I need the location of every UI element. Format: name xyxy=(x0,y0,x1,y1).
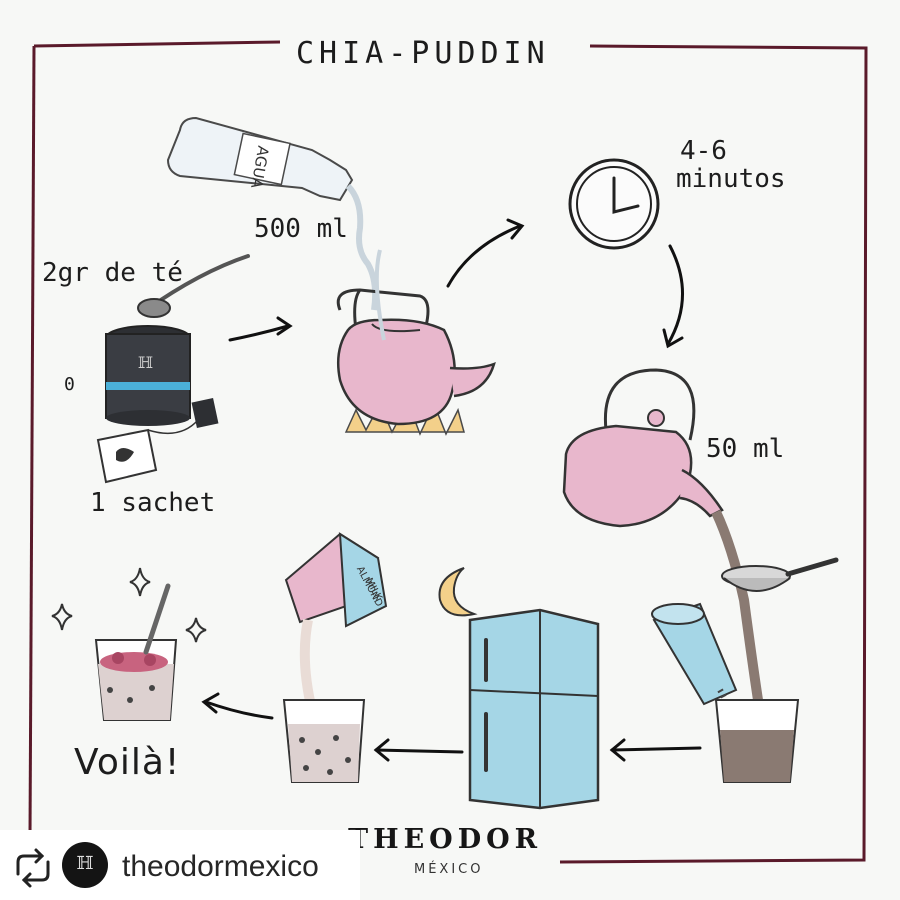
chia-glass-icon xyxy=(282,699,366,783)
sachet-label: 1 sachet xyxy=(90,488,216,518)
arrow-fridge-to-glass-head xyxy=(373,738,390,762)
avatar[interactable]: ℍ xyxy=(62,842,108,888)
arrow-fridge-to-glass xyxy=(374,748,464,754)
moon-icon xyxy=(438,567,478,617)
arrow-clock-to-pour xyxy=(666,244,684,346)
pour-amount-label: 50 ml xyxy=(706,434,785,464)
water-amount-label: 500 ml xyxy=(254,214,348,244)
arrow-tea-to-pot xyxy=(228,324,290,342)
fridge-icon xyxy=(468,608,600,810)
arrow-pot-to-clock xyxy=(446,224,522,288)
clock-icon xyxy=(568,158,660,250)
theodor-logo-icon: ℍ xyxy=(76,853,94,874)
sparkle-icons xyxy=(51,567,207,643)
arrow-cup-to-fridge-head xyxy=(609,738,626,762)
brand-subtitle: MÉXICO xyxy=(414,862,484,877)
hand-drawn-frame xyxy=(28,40,868,864)
arrow-pot-to-clock-head xyxy=(506,218,525,240)
arrow-glass-to-dessert xyxy=(204,700,274,720)
zero-label: 0 xyxy=(64,374,75,395)
tea-amount-label: 2gr de té xyxy=(42,258,183,288)
recipe-title: CHIA-PUDDIN xyxy=(290,36,556,71)
arrow-cup-to-fridge xyxy=(610,746,702,752)
water-bottle-icon: AGUA xyxy=(166,116,379,311)
dessert-glass-icon xyxy=(94,583,178,721)
tea-sachet-icon xyxy=(96,397,219,484)
repost-bar xyxy=(0,830,360,900)
pouring-kettle xyxy=(562,368,763,701)
arrow-tea-to-pot-head xyxy=(276,316,293,336)
tin-logo: ℍ xyxy=(138,353,153,372)
time-label-line1: 4-6 xyxy=(680,136,727,166)
tea-tin-icon: ℍ xyxy=(105,254,250,426)
brand-name: THEODOR xyxy=(348,824,543,855)
voila-label: Voilà! xyxy=(74,742,181,783)
arrow-clock-to-pour-head xyxy=(662,328,684,349)
teapot-on-stove xyxy=(336,249,496,436)
flow-arrows xyxy=(201,218,702,762)
strainer-icon xyxy=(721,557,839,592)
repost-handle[interactable]: theodormexico xyxy=(122,850,319,883)
chia-jar-icon xyxy=(651,602,738,731)
arrow-glass-to-dessert-head xyxy=(201,692,220,714)
time-label-line2: minutos xyxy=(676,164,786,194)
tea-cup-icon xyxy=(714,699,800,783)
